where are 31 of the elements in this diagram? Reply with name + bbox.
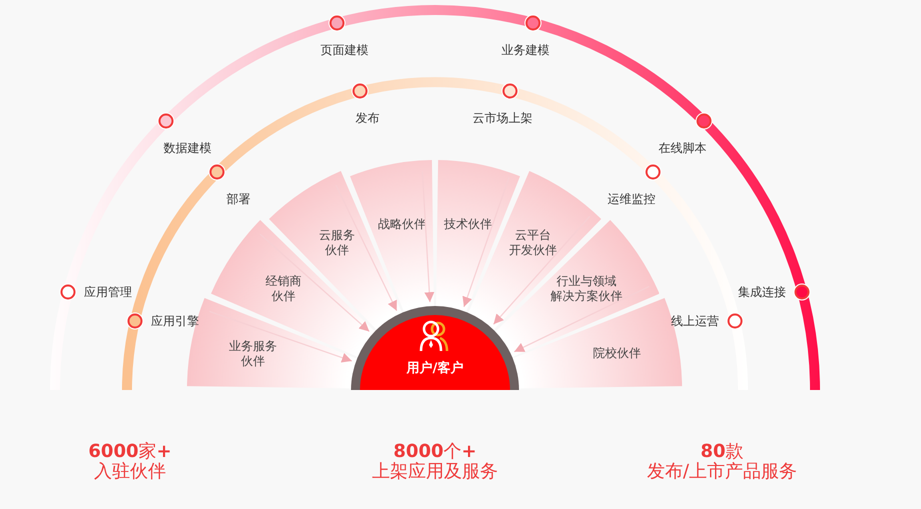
stat-caption: 上架应用及服务 [372, 462, 498, 482]
milestone-label: 在线脚本 [657, 141, 708, 156]
milestone-label: 集成连接 [737, 284, 788, 299]
stat-caption: 发布/上市产品服务 [646, 462, 798, 482]
segment-label: 战略伙伴 [377, 217, 428, 232]
segment-label: 院校伙伴 [592, 346, 642, 362]
milestone-label: 数据建模 [162, 141, 212, 156]
segment-label: 云平台开发伙伴 [508, 228, 558, 258]
milestone-label: 部署 [225, 192, 252, 206]
arrow [209, 310, 352, 362]
milestone-label: 业务建模 [500, 42, 551, 57]
stat-number: 6000家+ [88, 442, 172, 462]
segment-label: 云服务伙伴 [318, 228, 356, 258]
stat-number: 8000个+ [393, 442, 477, 462]
arrow [514, 286, 650, 352]
milestone-label: 应用引擎 [150, 314, 200, 328]
milestone-label: 应用管理 [82, 284, 133, 299]
arrow [493, 216, 590, 325]
stat-caption: 入驻伙伴 [94, 462, 166, 482]
milestone-label: 云市场上架 [471, 111, 534, 126]
milestone-label: 页面建模 [319, 42, 370, 57]
arrow [260, 234, 370, 332]
milestone-label: 线上运营 [670, 314, 720, 328]
milestone-label: 发布 [354, 111, 381, 126]
hub-label: 用户/客户 [405, 360, 464, 377]
segment-label: 经销商伙伴 [264, 274, 302, 304]
segment-label: 技术伙伴 [442, 217, 493, 232]
stat-number: 80款 [700, 442, 744, 462]
milestone-label: 运维监控 [606, 192, 657, 206]
segment-label: 行业与领域解决方案伙伴 [550, 274, 624, 304]
segment-label: 业务服务伙伴 [228, 338, 278, 369]
